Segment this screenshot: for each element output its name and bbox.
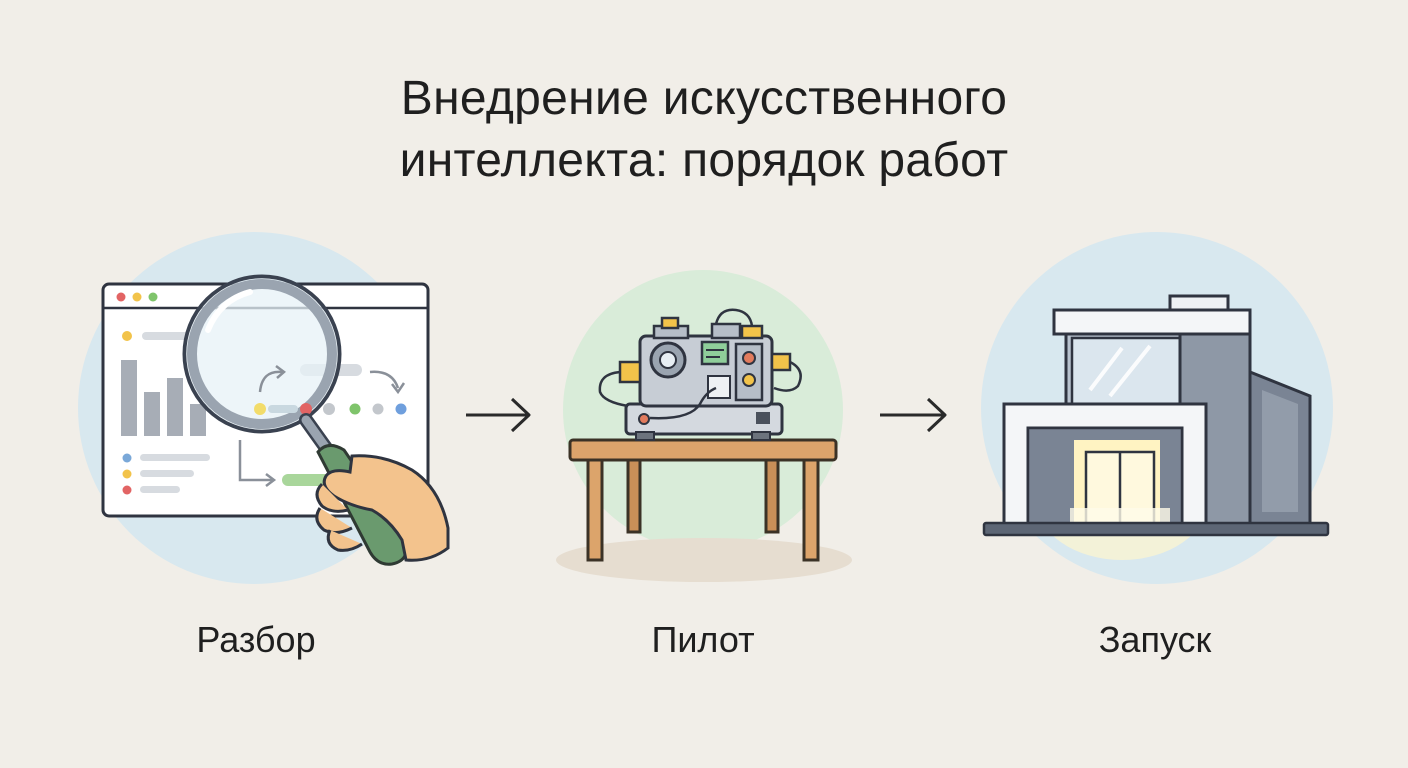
machine-on-table-icon (568, 308, 838, 562)
step-analysis (78, 232, 450, 584)
arrow-right-icon (880, 397, 947, 433)
arrow-right-icon (466, 397, 531, 433)
magnifier-over-dashboard-icon (101, 274, 450, 566)
step-label-launch: Запуск (1098, 619, 1212, 660)
page-title: Внедрение искусственного интеллекта: пор… (0, 68, 1408, 192)
step-pilot (556, 270, 852, 582)
title-line-2: интеллекта: порядок работ (399, 134, 1009, 188)
building-icon (982, 294, 1330, 560)
title-line-1: Внедрение искусственного (400, 72, 1008, 126)
step-label-pilot: Пилот (651, 619, 755, 660)
step-label-analysis: Разбор (196, 619, 316, 660)
step-launch (981, 232, 1333, 584)
